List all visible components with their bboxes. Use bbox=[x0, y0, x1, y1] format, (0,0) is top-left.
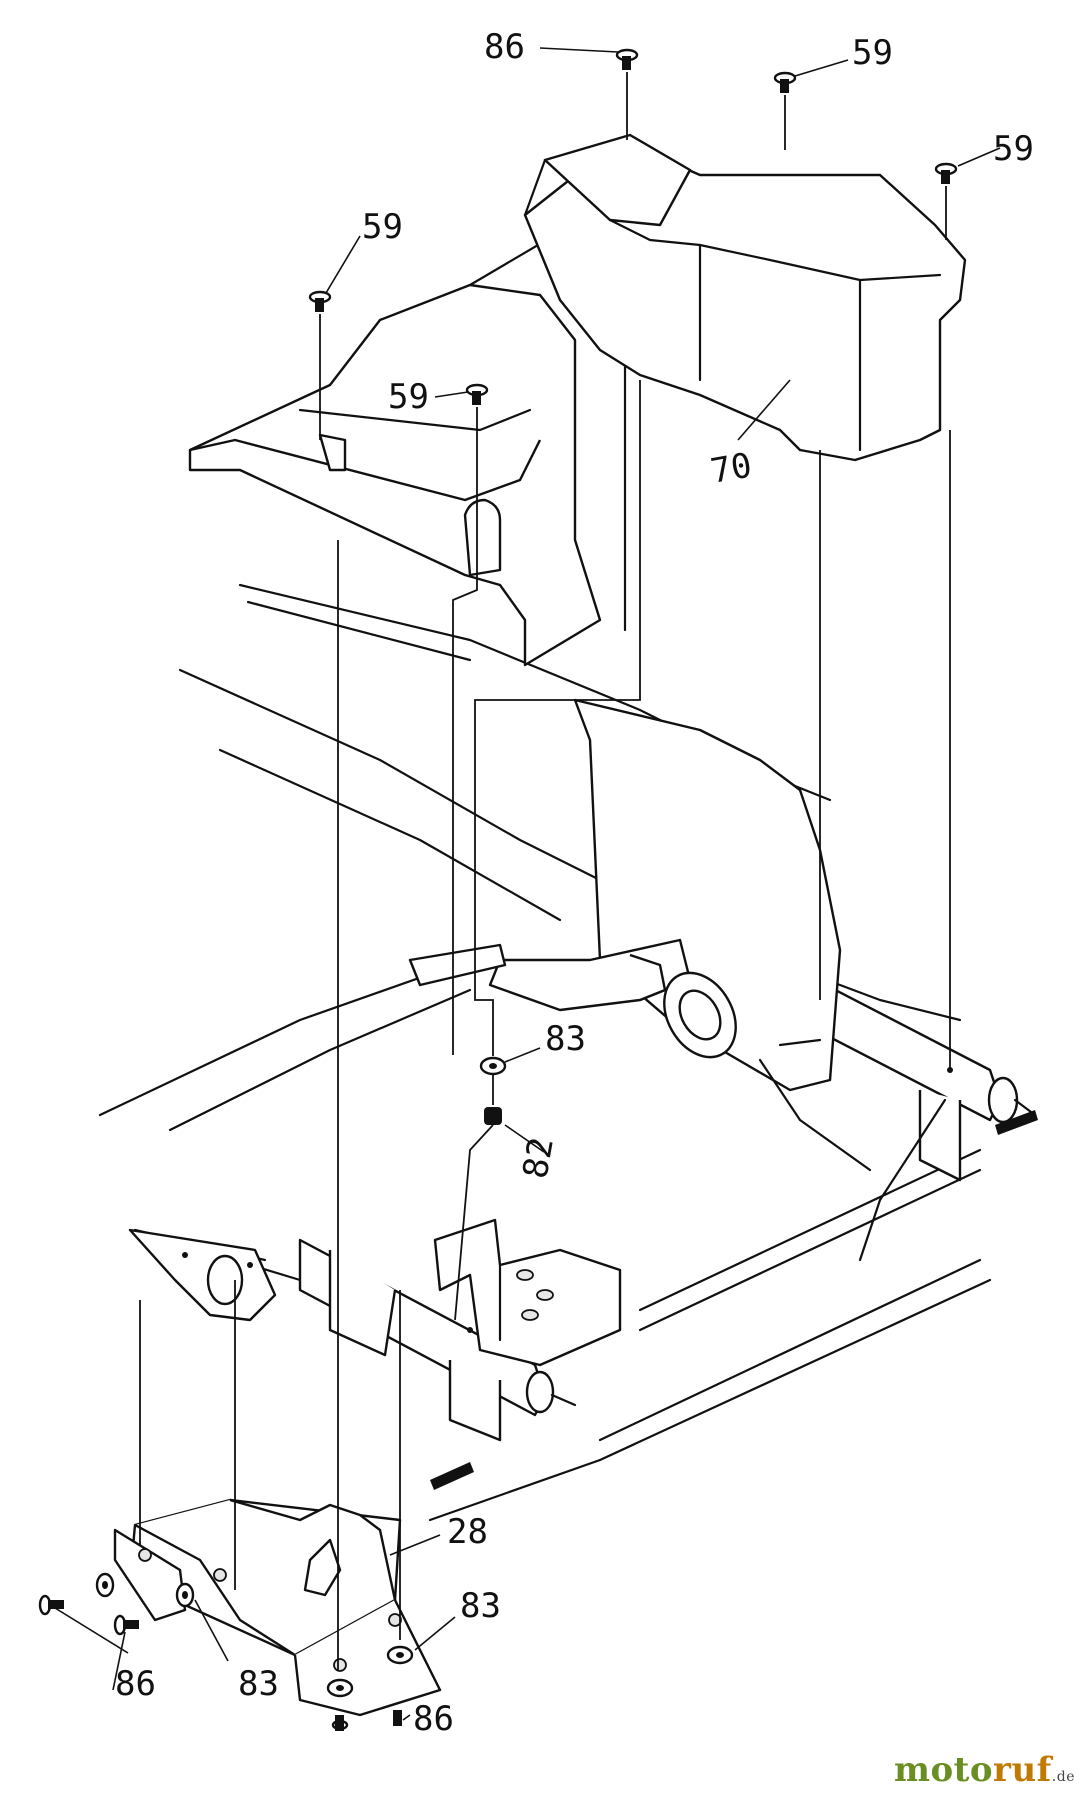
callout-59-left: 59 bbox=[362, 207, 403, 247]
leader-lines bbox=[54, 47, 1001, 1721]
bolt-59-top-a bbox=[773, 71, 797, 93]
washer-83-mid bbox=[479, 1056, 507, 1076]
watermark-suffix: .de bbox=[1051, 1769, 1075, 1785]
bolt-86-left-b bbox=[113, 1614, 139, 1636]
bolt-86-bottom-b bbox=[393, 1710, 402, 1726]
motoruf-watermark: motoruf.de bbox=[894, 1750, 1075, 1790]
center-bracket bbox=[408, 938, 737, 1059]
callout-86-left: 86 bbox=[115, 1664, 156, 1704]
washer-83-bottom-a bbox=[326, 1678, 354, 1698]
steering-plate bbox=[128, 1228, 277, 1322]
bolt-59-top-b bbox=[934, 162, 958, 184]
callout-labels: 86 59 59 59 59 70 83 82 28 83 86 83 86 bbox=[115, 27, 1034, 1739]
callout-83-right: 83 bbox=[460, 1586, 501, 1626]
washer-83-left bbox=[95, 1572, 115, 1598]
callout-83-left: 83 bbox=[238, 1664, 279, 1704]
callout-59-center: 59 bbox=[388, 377, 429, 417]
washer-83-bottom-b bbox=[386, 1645, 414, 1665]
rear-body-cover bbox=[523, 133, 967, 462]
nut-82 bbox=[484, 1107, 502, 1125]
callout-86-top: 86 bbox=[484, 27, 525, 67]
callout-83-mid: 83 bbox=[545, 1019, 586, 1059]
cross-braces bbox=[758, 1038, 947, 1262]
frame-rails bbox=[98, 583, 992, 1522]
callout-86-bottom: 86 bbox=[413, 1699, 454, 1739]
watermark-part2: ruf bbox=[993, 1750, 1052, 1790]
callout-82: 82 bbox=[515, 1134, 562, 1181]
bolt-86-top bbox=[615, 48, 639, 70]
callout-28: 28 bbox=[447, 1512, 488, 1552]
callout-59-top-a: 59 bbox=[852, 33, 893, 73]
pedal-bracket bbox=[433, 1218, 622, 1367]
bottom-bracket bbox=[113, 1498, 442, 1717]
bolt-59-left bbox=[308, 290, 332, 312]
bolt-59-center bbox=[465, 383, 489, 405]
callout-59-top-b: 59 bbox=[993, 129, 1034, 169]
bolt-86-bottom-a bbox=[331, 1715, 349, 1731]
callout-70: 70 bbox=[708, 445, 755, 492]
bolt-86-left-a bbox=[38, 1594, 64, 1616]
watermark-part1: moto bbox=[893, 1750, 994, 1790]
fasteners bbox=[38, 48, 1038, 1731]
washer-83-left-b bbox=[175, 1582, 195, 1608]
alignment-lines bbox=[139, 72, 951, 1670]
front-fender bbox=[188, 233, 627, 667]
